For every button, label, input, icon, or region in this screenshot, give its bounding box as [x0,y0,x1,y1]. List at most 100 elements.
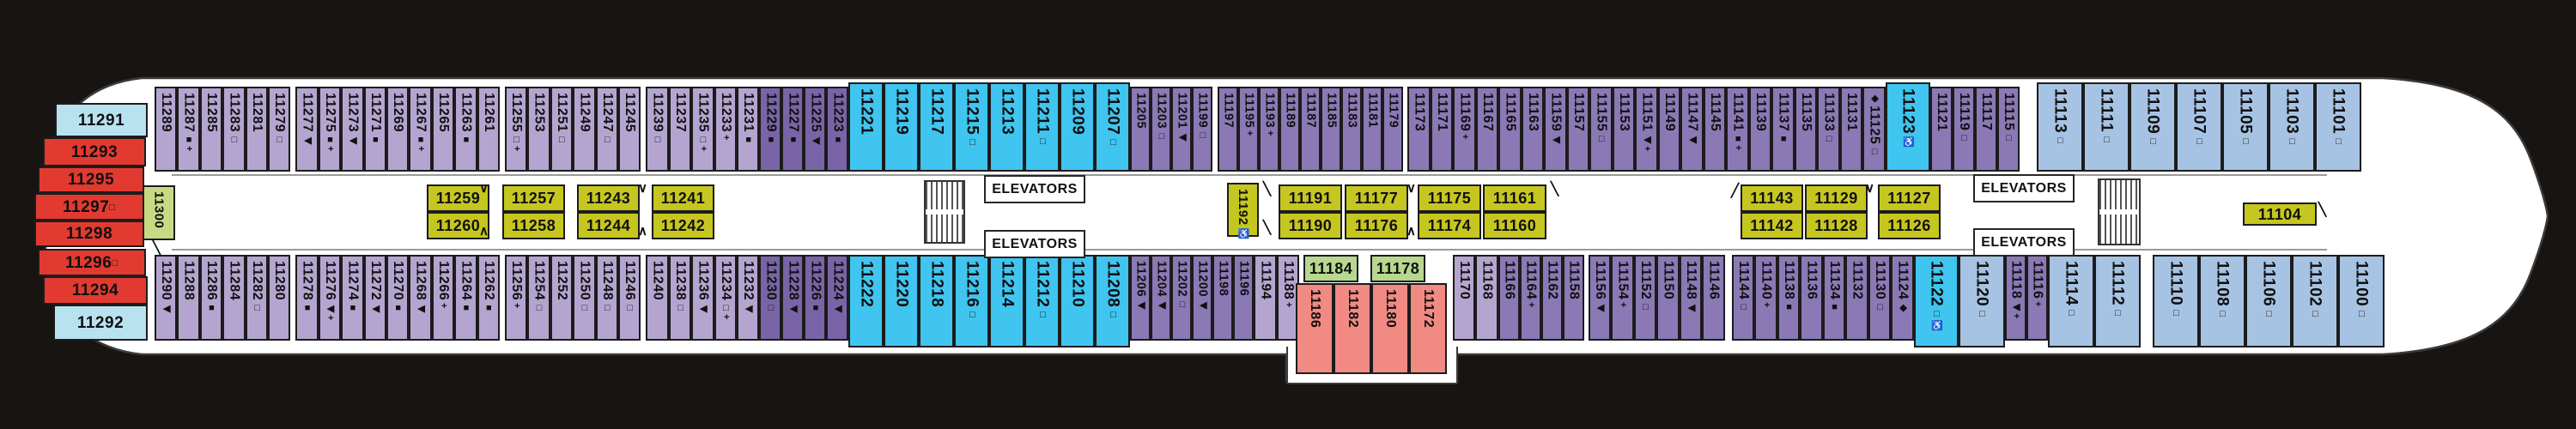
cabin-11264[interactable]: 11264■ [454,255,477,341]
cabin-11275[interactable]: 11275■+ [318,87,342,172]
cabin-11226[interactable]: 11226■ [804,255,827,341]
cabin-11179[interactable]: 11179 [1382,87,1404,172]
cabin-11118[interactable]: 11118◀+ [2004,255,2026,341]
cabin-11204[interactable]: 11204◀ [1151,255,1172,341]
cabin-11223[interactable]: 11223■ [826,87,849,172]
cabin-11211[interactable]: 11211□ [1024,82,1060,172]
cabin-11174[interactable]: 11174 [1418,212,1481,239]
cabin-11124[interactable]: 11124◆ [1891,255,1914,341]
cabin-11190[interactable]: 11190 [1279,212,1342,239]
cabin-11148[interactable]: 11148◀ [1679,255,1703,341]
cabin-11131[interactable]: 11131 [1839,87,1863,172]
cabin-11113[interactable]: 11113□ [2036,82,2083,172]
cabin-11128[interactable]: 11128 [1805,212,1868,239]
cabin-11163[interactable]: 11163 [1521,87,1545,172]
cabin-11172[interactable]: 11172 [1409,283,1447,374]
cabin-11217[interactable]: 11217 [919,82,955,172]
cabin-11241[interactable]: 11241 [652,184,714,212]
cabin-11132[interactable]: 11132 [1845,255,1868,341]
cabin-11164[interactable]: 11164+ [1519,255,1541,341]
cabin-11145[interactable]: 11145 [1703,87,1727,172]
cabin-11273[interactable]: 11273◀ [341,87,364,172]
cabin-11260[interactable]: 11260 [427,212,489,239]
cabin-11263[interactable]: 11263■ [454,87,477,172]
cabin-11112[interactable]: 11112□ [2093,255,2141,347]
cabin-11235[interactable]: 11235□+ [691,87,714,172]
cabin-11222[interactable]: 11222 [848,255,884,347]
cabin-11105[interactable]: 11105□ [2221,82,2269,172]
cabin-11242[interactable]: 11242 [652,212,714,239]
cabin-11182[interactable]: 11182 [1334,283,1371,374]
cabin-11238[interactable]: 11238□ [668,255,692,341]
cabin-11254[interactable]: 11254□ [527,255,550,341]
cabin-11232[interactable]: 11232◀ [737,255,760,341]
cabin-11189[interactable]: 11189 [1279,87,1301,172]
cabin-11198[interactable]: 11198 [1212,255,1234,341]
cabin-11114[interactable]: 11114□ [2047,255,2094,347]
cabin-11294[interactable]: 11294 [43,276,148,305]
cabin-11183[interactable]: 11183 [1341,87,1363,172]
cabin-11279[interactable]: 11279□ [268,87,291,172]
cabin-11278[interactable]: 11278■ [295,255,319,341]
cabin-11137[interactable]: 11137■ [1771,87,1795,172]
cabin-11171[interactable]: 11171 [1430,87,1454,172]
cabin-11117[interactable]: 11117 [1974,87,1997,172]
cabin-11101[interactable]: 11101□ [2314,82,2361,172]
cabin-11288[interactable]: 11288 [177,255,200,341]
cabin-11287[interactable]: 11287■+ [177,87,200,172]
cabin-11201[interactable]: 11201◀ [1171,87,1193,172]
cabin-11197[interactable]: 11197 [1218,87,1239,172]
cabin-11121[interactable]: 11121 [1929,87,1953,172]
cabin-11257[interactable]: 11257 [502,184,565,212]
cabin-11239[interactable]: 11239□ [646,87,669,172]
cabin-11152[interactable]: 11152□ [1633,255,1657,341]
cabin-11216[interactable]: 11216□ [954,255,990,347]
cabin-11231[interactable]: 11231■ [737,87,760,172]
cabin-11100[interactable]: 11100□ [2337,255,2385,347]
cabin-11245[interactable]: 11245 [618,87,641,172]
cabin-11110[interactable]: 11110□ [2152,255,2199,347]
cabin-11116[interactable]: 11116+ [2026,255,2048,341]
cabin-11115[interactable]: 11115□ [1996,87,2020,172]
cabin-11280[interactable]: 11280 [268,255,291,341]
cabin-11258[interactable]: 11258 [502,212,565,239]
cabin-11136[interactable]: 11136 [1800,255,1823,341]
cabin-11218[interactable]: 11218 [919,255,955,347]
cabin-11298[interactable]: 11298 [34,221,144,247]
cabin-11266[interactable]: 11266+ [431,255,455,341]
cabin-11237[interactable]: 11237 [668,87,692,172]
cabin-11296[interactable]: 11296□ [38,249,146,276]
cabin-11293[interactable]: 11293 [43,137,146,166]
cabin-11206[interactable]: 11206◀ [1130,255,1151,341]
cabin-11162[interactable]: 11162 [1540,255,1563,341]
cabin-11267[interactable]: 11267■+ [409,87,432,172]
cabin-11135[interactable]: 11135 [1794,87,1818,172]
cabin-11119[interactable]: 11119□ [1952,87,1975,172]
cabin-11156[interactable]: 11156◀ [1588,255,1612,341]
cabin-11220[interactable]: 11220 [884,255,920,347]
cabin-11195[interactable]: 11195+ [1238,87,1260,172]
cabin-11292[interactable]: 11292 [53,305,148,341]
cabin-11181[interactable]: 11181 [1362,87,1383,172]
cabin-11248[interactable]: 11248□ [595,255,618,341]
cabin-11289[interactable]: 11289 [155,87,178,172]
cabin-11300[interactable]: 11300 [143,185,175,240]
cabin-11125[interactable]: ◆11125□ [1862,87,1886,172]
cabin-11272[interactable]: 11272◀ [363,255,386,341]
cabin-11159[interactable]: 11159◀ [1544,87,1567,172]
cabin-11123[interactable]: 11123♿ [1885,82,1930,172]
cabin-11130[interactable]: 11130□ [1868,255,1892,341]
cabin-11255[interactable]: 11255□+ [505,87,528,172]
cabin-11192[interactable]: 11192♿ [1227,183,1259,240]
cabin-11140[interactable]: 11140+ [1754,255,1777,341]
cabin-11177[interactable]: 11177 [1345,184,1408,212]
cabin-11184[interactable]: 11184 [1303,255,1358,282]
cabin-11208[interactable]: 11208□ [1095,255,1131,347]
cabin-11188[interactable]: 11188+ [1276,255,1300,341]
cabin-11283[interactable]: 11283□ [222,87,246,172]
cabin-11158[interactable]: 11158 [1562,255,1584,341]
cabin-11203[interactable]: 11203□ [1151,87,1172,172]
cabin-11225[interactable]: 11225◀ [804,87,827,172]
cabin-11134[interactable]: 11134■ [1822,255,1846,341]
cabin-11149[interactable]: 11149 [1657,87,1681,172]
